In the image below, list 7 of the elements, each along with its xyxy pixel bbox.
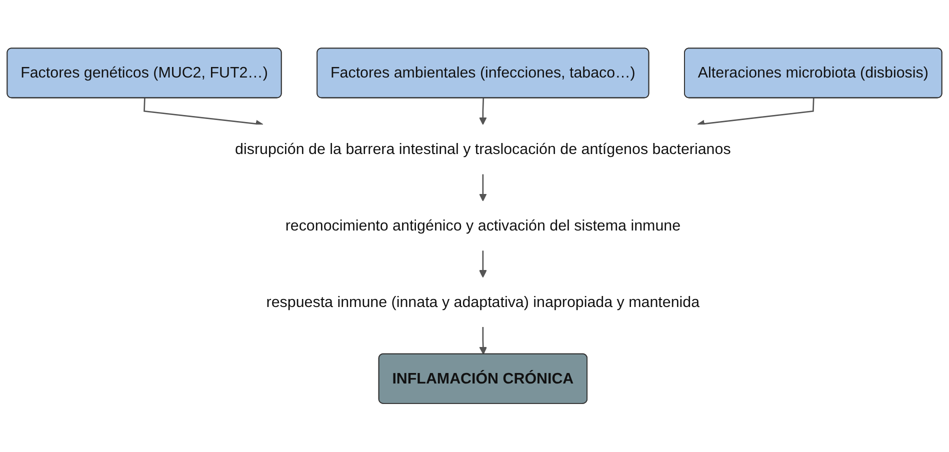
arrow: [479, 327, 488, 355]
arrow: [479, 250, 487, 278]
node-text: respuesta inmune (innata y adaptativa) inapropiada y mantenida: [266, 294, 700, 311]
node-text: disrupción de la barrera intestinal y traslocación de antígenos bacterianos: [235, 140, 731, 158]
arrow: [479, 98, 487, 126]
arrow: [479, 174, 487, 202]
node-text: reconocimiento antigénico y activación del sistema inmune: [285, 217, 681, 234]
